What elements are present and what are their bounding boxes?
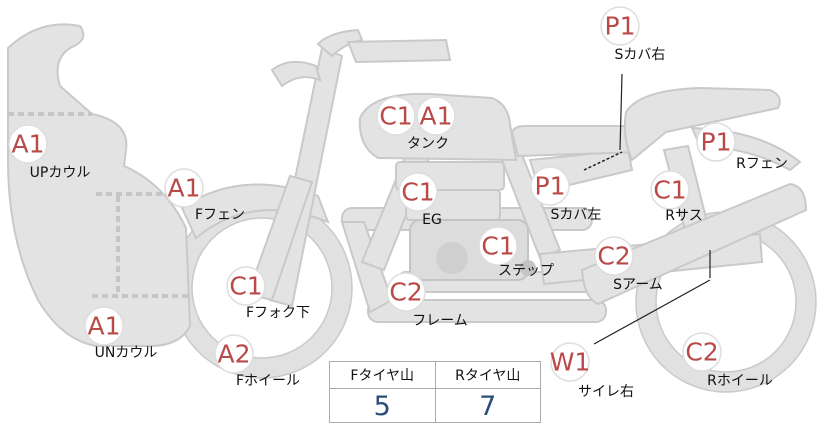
marker-frame: C2 フレーム bbox=[386, 272, 468, 329]
tire-tread-table: Fタイヤ山 Rタイヤ山 5 7 bbox=[329, 361, 541, 423]
part-label: サイレ右 bbox=[578, 384, 634, 400]
damage-code: C2 bbox=[389, 278, 422, 307]
front-tread-value: 5 bbox=[373, 390, 391, 422]
damage-code-badge bbox=[600, 6, 640, 46]
part-label: Rサス bbox=[665, 208, 702, 224]
damage-code: A1 bbox=[167, 174, 200, 203]
damage-code: W1 bbox=[550, 348, 591, 377]
damage-code: A1 bbox=[87, 312, 120, 341]
damage-code-badge bbox=[226, 266, 266, 306]
leader-lines bbox=[583, 73, 711, 345]
damage-code-badge bbox=[696, 122, 736, 162]
damage-code: C2 bbox=[597, 242, 630, 271]
damage-code: A2 bbox=[217, 340, 250, 369]
tail-cowl-shape bbox=[623, 86, 781, 162]
damage-code: P1 bbox=[535, 172, 566, 201]
part-label: ステップ bbox=[498, 263, 554, 279]
damage-code-badge bbox=[550, 342, 590, 382]
part-label: UNカウル bbox=[95, 345, 158, 361]
damage-code-badge bbox=[650, 170, 690, 210]
damage-code: P1 bbox=[701, 128, 732, 157]
damage-code-badge bbox=[214, 334, 254, 374]
part-label: フレーム bbox=[412, 313, 468, 329]
damage-code: A1 bbox=[11, 130, 44, 159]
damage-code-badge bbox=[398, 172, 438, 212]
damage-code: C1 bbox=[401, 178, 434, 207]
part-label: タンク bbox=[407, 136, 449, 152]
damage-code-badge bbox=[530, 166, 570, 206]
tread-table-header-row: Fタイヤ山 Rタイヤ山 bbox=[330, 362, 540, 389]
damage-code-badge bbox=[478, 226, 518, 266]
part-label: Sカバ左 bbox=[551, 207, 602, 223]
part-label: Fフォク下 bbox=[246, 305, 310, 321]
part-label: Fホイール bbox=[236, 373, 300, 389]
damage-code: C1 bbox=[481, 232, 514, 261]
damage-code-badge bbox=[164, 168, 204, 208]
part-label: Fフェン bbox=[195, 207, 245, 223]
part-label: Sアーム bbox=[613, 277, 663, 293]
part-label: EG bbox=[422, 212, 442, 228]
damage-code-badge bbox=[386, 272, 426, 312]
damage-code: C2 bbox=[685, 338, 718, 367]
rear-tread-header: Rタイヤ山 bbox=[434, 362, 541, 388]
marker-step: C1 ステップ bbox=[478, 226, 554, 279]
damage-code-badge bbox=[682, 332, 722, 372]
rear-tread-value: 7 bbox=[434, 389, 541, 423]
muffler-shape bbox=[580, 182, 808, 306]
part-label: Rホイール bbox=[707, 373, 773, 389]
damage-code: C1 bbox=[653, 176, 686, 205]
cowl-seam-lines bbox=[8, 112, 188, 298]
damage-code-badge bbox=[84, 306, 124, 346]
front-fork-shape bbox=[246, 28, 452, 308]
damage-code: P1 bbox=[605, 12, 636, 41]
damage-code: A1 bbox=[419, 102, 452, 131]
front-tread-header: Fタイヤ山 bbox=[350, 368, 415, 384]
damage-code: C1 bbox=[229, 272, 262, 301]
damage-code-badge bbox=[416, 96, 456, 136]
damage-code-badge bbox=[8, 124, 48, 164]
damage-code-badge bbox=[594, 236, 634, 276]
tread-table-value-row: 5 7 bbox=[330, 389, 540, 423]
marker-muffler-right: W1 サイレ右 bbox=[550, 342, 634, 400]
damage-code: C1 bbox=[379, 102, 412, 131]
part-label: UPカウル bbox=[30, 165, 91, 181]
damage-code-badge bbox=[376, 96, 416, 136]
part-label: Sカバ右 bbox=[615, 47, 666, 63]
front-cowl-shape bbox=[7, 23, 192, 347]
part-label: Rフェン bbox=[736, 156, 788, 172]
